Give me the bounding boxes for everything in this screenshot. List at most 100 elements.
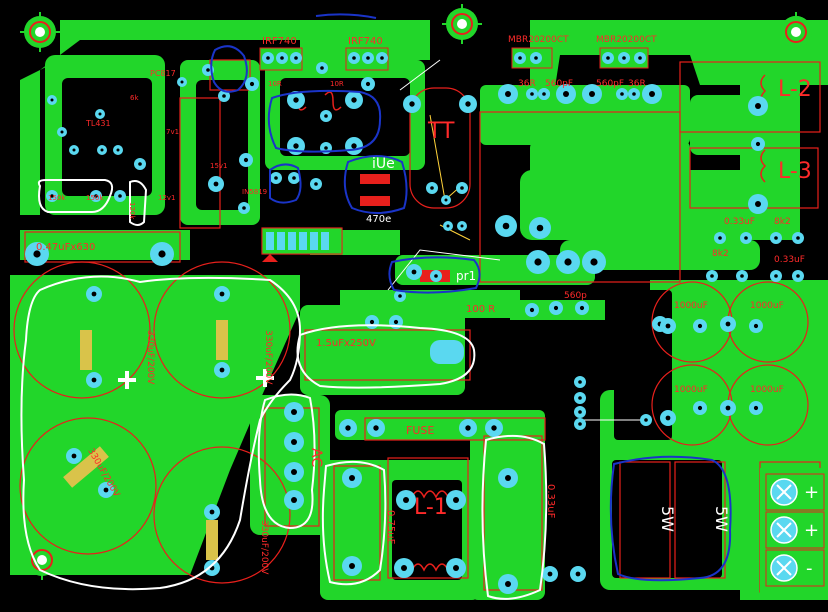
pad-drill bbox=[398, 294, 402, 298]
r8k2-2-label: 8k2 bbox=[712, 249, 729, 259]
pad-drill bbox=[293, 97, 299, 103]
pad-drill bbox=[274, 176, 278, 180]
pad-drill bbox=[242, 206, 246, 210]
pad-drill bbox=[563, 91, 569, 97]
pad-drill bbox=[180, 80, 184, 84]
mounting-hole bbox=[22, 540, 62, 580]
pad-drill bbox=[505, 475, 511, 481]
pad-drill bbox=[530, 92, 534, 96]
pr1-label: pr1 bbox=[456, 269, 476, 283]
shunt-2-label: 5W bbox=[712, 506, 731, 532]
pad-drill bbox=[345, 425, 351, 431]
zener-12v-label: 12v1 bbox=[158, 194, 176, 202]
thin-traces bbox=[387, 59, 640, 421]
pad-drill bbox=[774, 274, 778, 278]
zener-15v-label: 15v1 bbox=[210, 162, 228, 170]
pad-drill bbox=[465, 425, 471, 431]
pad-drill bbox=[529, 307, 535, 313]
pad-drill bbox=[578, 410, 582, 414]
pad-drill bbox=[365, 81, 371, 87]
cin1-label: 330uF/200V bbox=[145, 330, 155, 385]
pad-drill bbox=[243, 157, 249, 163]
mounting-hole bbox=[776, 12, 816, 52]
pad-drill bbox=[753, 405, 759, 411]
pad-drill bbox=[324, 146, 328, 150]
pad-drill bbox=[644, 418, 648, 422]
fuse-label: FUSE bbox=[406, 424, 434, 437]
cout4-label: 1000uF bbox=[750, 385, 784, 395]
pad-drill bbox=[710, 274, 714, 278]
pad-drill bbox=[352, 56, 356, 60]
r6k-label: 6k bbox=[130, 94, 139, 102]
pad-drill bbox=[409, 101, 415, 107]
mounting-holes bbox=[20, 4, 816, 580]
transformer-label: TT bbox=[427, 119, 455, 144]
pad-drill bbox=[213, 181, 219, 187]
pad-drill bbox=[534, 258, 542, 266]
pad-drill bbox=[632, 92, 636, 96]
pad-drill bbox=[219, 367, 225, 373]
d1-label: MBR20200CT bbox=[508, 35, 569, 45]
zener-7v-label: 7v1 bbox=[166, 128, 179, 136]
pad-drill bbox=[564, 258, 572, 266]
pad-drill bbox=[280, 56, 284, 60]
cin4-label: 330uF/200V bbox=[259, 520, 269, 575]
q1-label: IRF740 bbox=[262, 36, 297, 47]
pad-drill bbox=[349, 563, 355, 569]
pad-drill bbox=[665, 415, 671, 421]
line-cap-1-label: 0.33uF bbox=[545, 484, 556, 519]
pad-drill bbox=[620, 92, 624, 96]
pad-drill bbox=[589, 91, 595, 97]
pad-drill bbox=[725, 405, 731, 411]
iue-label: iUe bbox=[372, 156, 395, 172]
r10r-2-label: 10R bbox=[330, 80, 344, 88]
pad-drill bbox=[505, 581, 511, 587]
pad-drill bbox=[91, 291, 97, 297]
pad-drill bbox=[430, 186, 434, 190]
pad-drill bbox=[219, 291, 225, 297]
pad-drill bbox=[349, 475, 355, 481]
film-cap-main-label: 0.47uFx630 bbox=[36, 242, 95, 253]
snub-r2-label: 36R bbox=[628, 79, 646, 89]
pad-drill bbox=[393, 319, 399, 325]
pad-drill bbox=[291, 497, 297, 503]
pad-drill bbox=[266, 56, 270, 60]
pad-drill bbox=[94, 194, 98, 198]
pad-drill bbox=[351, 97, 357, 103]
pad-drill bbox=[740, 274, 744, 278]
pad-drill bbox=[590, 258, 598, 266]
l1-label: L-1 bbox=[414, 495, 448, 520]
pad-drill bbox=[796, 236, 800, 240]
csmall2-label: 0.33uF bbox=[774, 255, 805, 265]
l3-label: L-3 bbox=[778, 159, 812, 184]
snub-r1-label: 36R bbox=[518, 79, 536, 89]
pad-drill bbox=[291, 439, 297, 445]
pad-drill bbox=[50, 98, 54, 102]
plus-marks bbox=[118, 369, 274, 389]
pad-drill bbox=[103, 487, 109, 493]
cout2-label: 1000uF bbox=[750, 301, 784, 311]
pad-drill bbox=[606, 56, 610, 60]
pad-drill bbox=[578, 396, 582, 400]
pad-drill bbox=[320, 66, 324, 70]
d-in5819-label: IN5819 bbox=[242, 188, 267, 196]
pad-drill bbox=[578, 422, 582, 426]
pad-drill bbox=[50, 194, 54, 198]
pad-drill bbox=[98, 112, 102, 116]
pad-drill bbox=[222, 94, 226, 98]
pad-drill bbox=[796, 274, 800, 278]
pad-drill bbox=[403, 497, 409, 503]
mounting-hole bbox=[20, 12, 60, 52]
pad-drill bbox=[638, 56, 642, 60]
term-minus-label: - bbox=[806, 558, 813, 579]
pad-drill bbox=[453, 497, 459, 503]
pad-drill bbox=[293, 143, 299, 149]
pad-drill bbox=[725, 321, 731, 327]
pad-drill bbox=[60, 130, 64, 134]
r100-label: 100 R bbox=[466, 304, 495, 315]
pad-drill bbox=[206, 68, 210, 72]
pad-drill bbox=[351, 143, 357, 149]
pad-drill bbox=[291, 409, 297, 415]
pad-drill bbox=[575, 571, 581, 577]
